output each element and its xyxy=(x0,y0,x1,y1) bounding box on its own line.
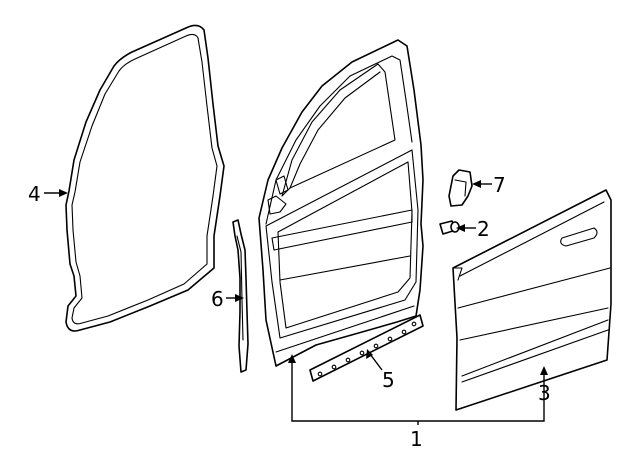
reinforcement-part-5 xyxy=(309,314,424,382)
door-shell-part-1 xyxy=(258,39,424,367)
bracket-part-7 xyxy=(448,169,473,207)
callout-2: 2 xyxy=(477,217,490,241)
callout-5: 5 xyxy=(382,368,395,392)
plug-part-2 xyxy=(439,220,460,235)
callout-4: 4 xyxy=(28,182,41,206)
callout-6: 6 xyxy=(211,287,224,311)
leader-lines xyxy=(44,180,548,425)
callout-1: 1 xyxy=(410,427,423,451)
outer-panel-part-3 xyxy=(452,189,612,411)
callout-7: 7 xyxy=(493,173,506,197)
weatherstrip-part-4 xyxy=(65,24,225,332)
seal-strip-part-6 xyxy=(232,219,249,373)
callout-3: 3 xyxy=(538,381,551,405)
